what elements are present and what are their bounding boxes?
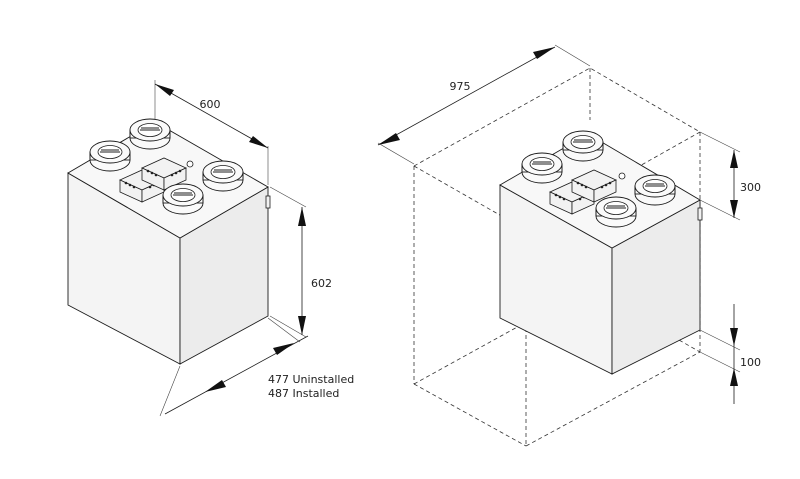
right-duct-spigot-1 <box>562 130 604 162</box>
depth-label-installed: 487 Installed <box>268 387 339 400</box>
depth-label-uninstalled: 477 Uninstalled <box>268 373 354 386</box>
left-duct-spigot-4 <box>162 183 204 215</box>
left-unit <box>67 118 271 365</box>
left-depth-dimension <box>159 317 309 417</box>
left-duct-spigot-1 <box>129 118 171 150</box>
width-label: 600 <box>200 98 221 111</box>
right-duct-spigot-3 <box>634 174 676 206</box>
top-clearance-dimension <box>699 131 741 221</box>
front-clearance-label: 975 <box>450 80 471 93</box>
height-label: 602 <box>311 277 332 290</box>
right-unit <box>499 130 703 375</box>
right-duct-spigot-4 <box>595 196 637 228</box>
bottom-clearance-dimension <box>699 304 741 404</box>
front-clearance-dimension <box>377 44 591 165</box>
left-height-dimension <box>269 186 307 338</box>
right-duct-spigot-2 <box>521 152 563 184</box>
left-duct-spigot-3 <box>202 160 244 192</box>
left-width-dimension <box>154 80 269 185</box>
bottom-clearance-label: 100 <box>740 356 761 369</box>
left-duct-spigot-2 <box>89 140 131 172</box>
top-clearance-label: 300 <box>740 181 761 194</box>
